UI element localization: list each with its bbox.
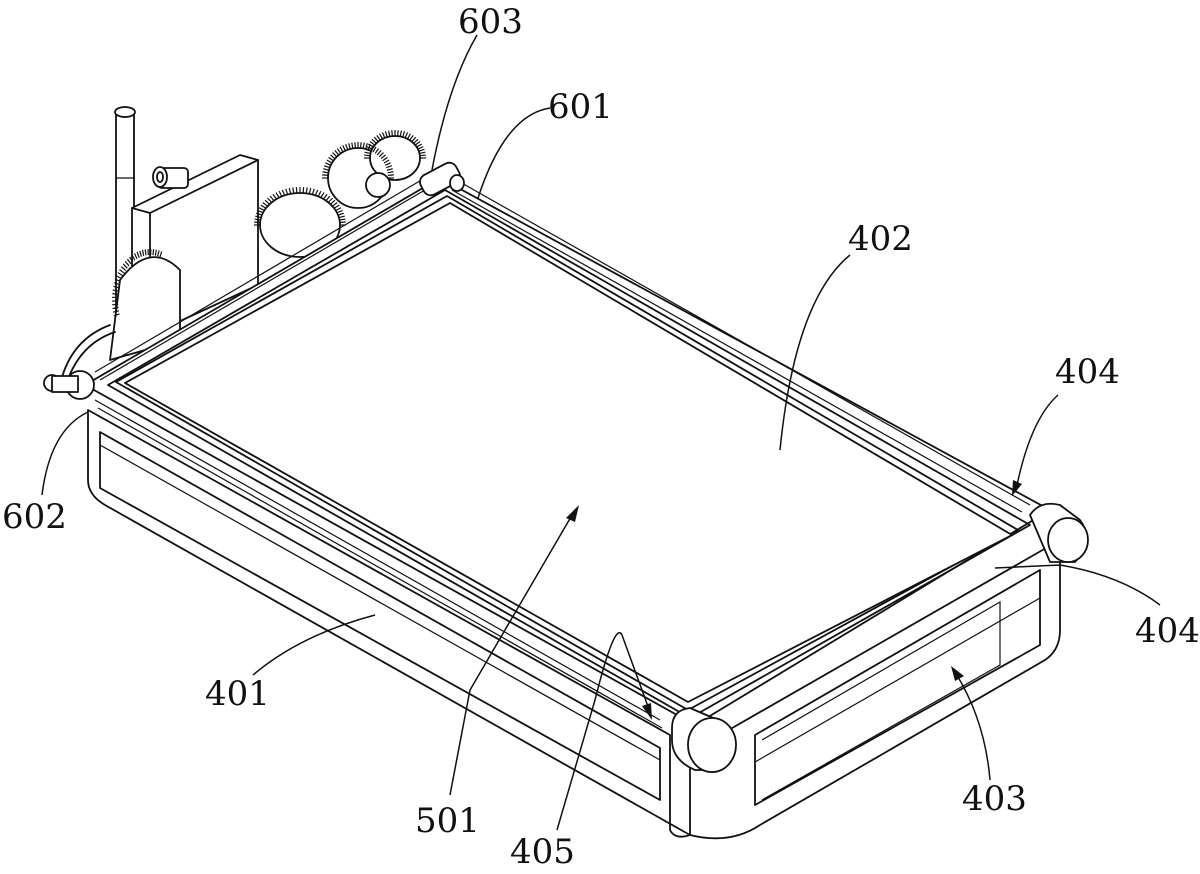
label-401: 401: [205, 674, 270, 714]
label-601: 601: [548, 87, 613, 127]
label-501: 501: [415, 801, 480, 841]
label-404-side: 404: [1135, 611, 1200, 651]
label-603: 603: [458, 2, 523, 42]
label-404-top: 404: [1055, 352, 1120, 392]
label-405: 405: [510, 832, 575, 869]
label-403: 403: [962, 779, 1027, 819]
label-402: 402: [848, 219, 913, 259]
label-602: 602: [2, 497, 67, 537]
